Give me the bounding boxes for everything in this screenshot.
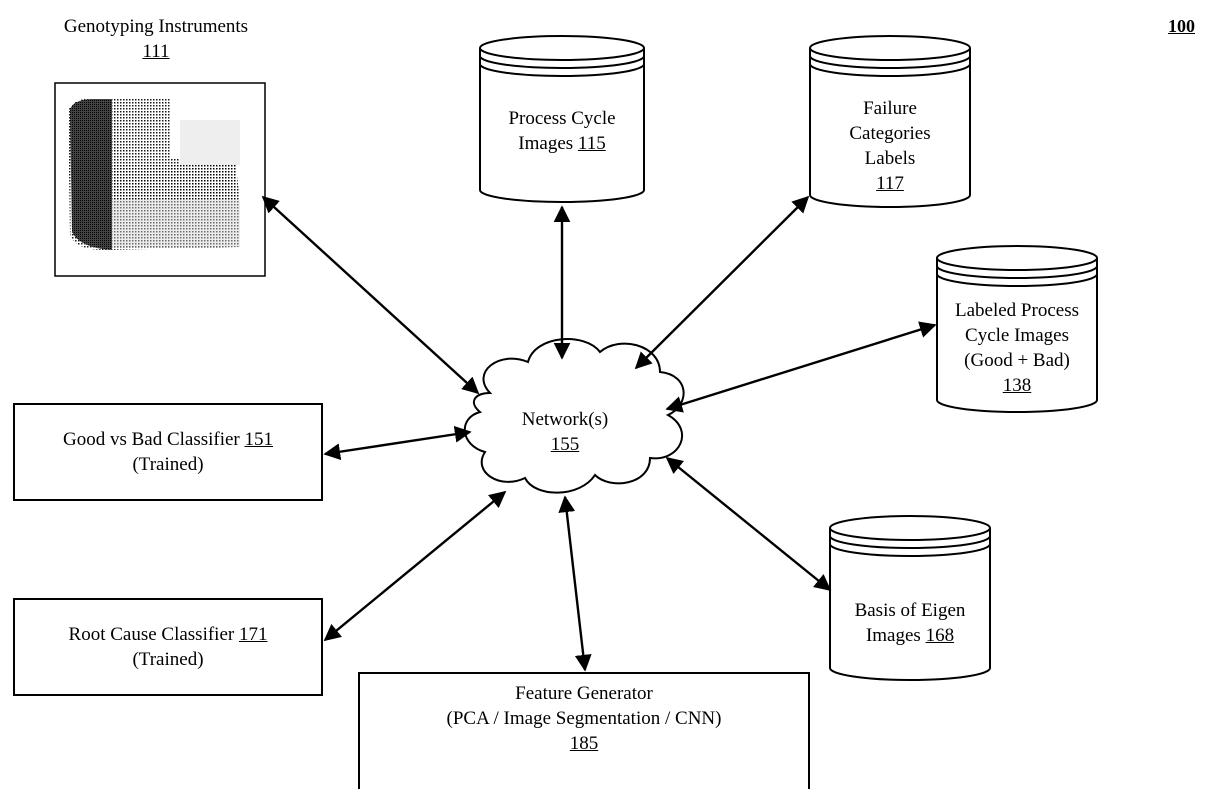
- process-cycle-images-label: Process Cycle Images 115: [508, 108, 616, 154]
- labeled-process-cycle-images-cylinder: [936, 245, 1098, 413]
- root-cause-classifier-box: Root Cause Classifier 171 (Trained): [13, 598, 323, 696]
- arrow-feature-generator-network: [558, 495, 592, 672]
- arrow-failure-labels-network: [634, 195, 810, 370]
- figure-number: 100: [1168, 16, 1195, 36]
- genotyping-instruments-label: Genotyping Instruments 111: [63, 16, 249, 62]
- good-vs-bad-classifier-box: Good vs Bad Classifier 151 (Trained): [13, 403, 323, 501]
- arrow-labeled-images-network: [665, 321, 937, 413]
- connectors: [261, 195, 937, 672]
- process-cycle-images-cylinder: [479, 35, 645, 203]
- network-cloud-shape: [463, 338, 685, 494]
- arrow-root-cause-classifier-network: [323, 490, 507, 642]
- network-label: Network(s) 155: [521, 409, 609, 455]
- arrow-good-bad-classifier-network: [323, 425, 472, 461]
- basis-of-eigen-images-label: Basis of Eigen Images 168: [854, 600, 966, 646]
- genotyping-instrument-image: [54, 82, 266, 277]
- arrow-genotyping-network: [261, 195, 480, 395]
- failure-categories-labels-cylinder: [809, 35, 971, 208]
- failure-categories-labels-label: Failure Categories Labels 117: [849, 98, 931, 194]
- arrow-eigen-images-network: [665, 456, 832, 592]
- labeled-process-cycle-images-label: Labeled Process Cycle Images (Good + Bad…: [955, 300, 1079, 396]
- feature-generator-box: Feature Generator (PCA / Image Segmentat…: [358, 672, 810, 789]
